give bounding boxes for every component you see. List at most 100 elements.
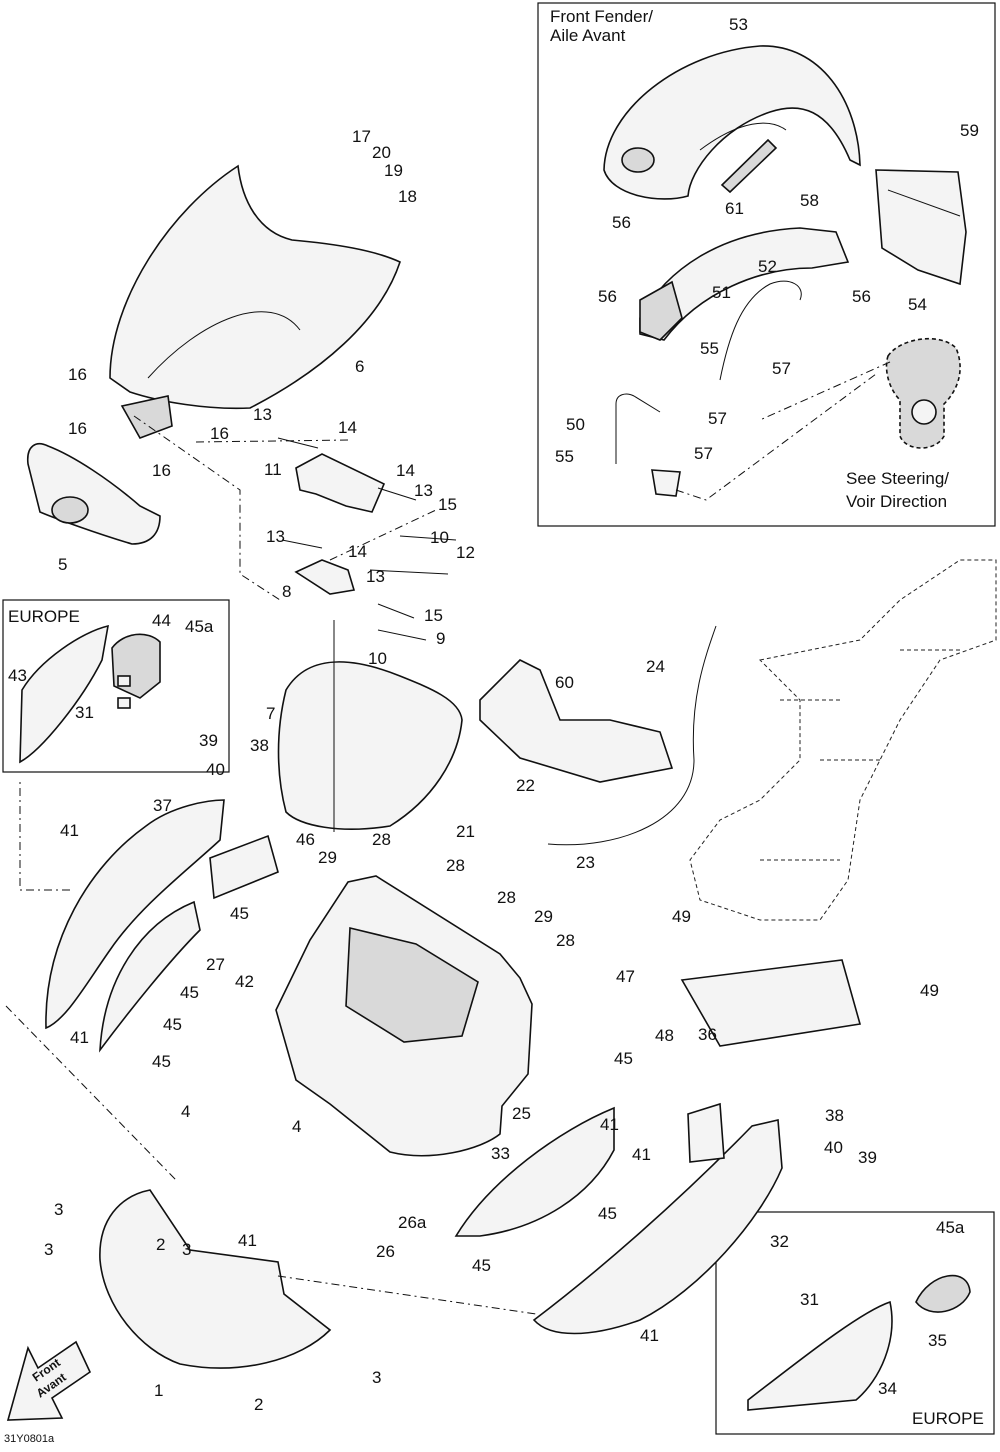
bolts-and-rods (277, 437, 457, 641)
callout-label: 40 (206, 760, 225, 779)
fender-support-bracket-52 (639, 227, 850, 341)
front-fender-53 (603, 45, 861, 200)
callout-label: 61 (725, 199, 744, 218)
callout-label: 12 (456, 543, 475, 562)
callout-label: 45 (152, 1052, 171, 1071)
callout-label: 45a (185, 617, 214, 636)
vehicle-frame (689, 559, 997, 921)
europe-right-label: EUROPE (912, 1409, 984, 1428)
callout-label: 14 (396, 461, 415, 480)
callout-label: 45 (614, 1049, 633, 1068)
callout-label: 28 (446, 856, 465, 875)
windshield-bracket (120, 395, 173, 439)
front-fender-title-line1: Front Fender/ (550, 7, 653, 26)
callout-label: 11 (264, 460, 282, 479)
callout-label: 3 (54, 1200, 63, 1219)
callout-label: 3 (372, 1368, 381, 1387)
callout-label: 23 (576, 853, 595, 872)
callout-label: 32 (770, 1232, 789, 1251)
side-panel-42 (99, 900, 201, 1053)
callout-label: 7 (266, 704, 275, 723)
callout-label: 4 (181, 1102, 190, 1121)
callout-label: 58 (800, 191, 819, 210)
europe-left-label: EUROPE (8, 607, 80, 626)
callout-label: 22 (516, 776, 535, 795)
callout-label: 4 (292, 1117, 301, 1136)
callout-label: 28 (556, 931, 575, 950)
callout-label: 49 (672, 907, 691, 926)
callout-label: 46 (296, 830, 315, 849)
callout-label: 25 (512, 1104, 531, 1123)
callout-label: 13 (266, 527, 285, 546)
callout-label: 16 (68, 419, 87, 438)
callout-label: 26a (398, 1213, 427, 1232)
callout-label: 3 (44, 1240, 53, 1259)
cable-24 (547, 625, 717, 846)
callout-label: 28 (497, 888, 516, 907)
callout-label: 57 (772, 359, 791, 378)
callout-label: 10 (430, 528, 449, 547)
callout-label: 50 (566, 415, 585, 434)
callout-label: 41 (238, 1231, 257, 1250)
callout-label: 28 (372, 830, 391, 849)
callout-label: 47 (616, 967, 635, 986)
steering-note-line1: See Steering/ (846, 469, 949, 488)
callout-label: 13 (253, 405, 272, 424)
europe-right-inset-box (715, 1211, 995, 1435)
fender-mount-50 (615, 393, 681, 497)
callout-label: 17 (352, 127, 371, 146)
callout-label: 41 (640, 1326, 659, 1345)
callout-label: 57 (708, 409, 727, 428)
front-fender-title-line2: Aile Avant (550, 26, 626, 45)
callout-label: 45 (472, 1256, 491, 1275)
callout-label: 31 (800, 1290, 819, 1309)
steering-knuckle-ref (885, 337, 961, 449)
headlamp-bezel-5 (26, 442, 161, 545)
front-fender-inset-box (537, 2, 996, 527)
callout-label: 42 (235, 972, 254, 991)
callout-label: 20 (372, 143, 391, 162)
callout-label: 44 (152, 611, 171, 630)
callout-label: 1 (154, 1381, 163, 1400)
callout-label: 33 (491, 1144, 510, 1163)
side-panel-32 (532, 1119, 783, 1335)
windshield-6 (109, 164, 401, 410)
skid-plate-47 (680, 959, 862, 1047)
callout-label: 57 (694, 444, 713, 463)
callout-label: 54 (908, 295, 927, 314)
callout-label: 56 (852, 287, 871, 306)
fender-reflector-61 (720, 138, 778, 194)
callout-label: 15 (438, 495, 457, 514)
callout-label: 36 (698, 1025, 717, 1044)
callout-label: 9 (436, 629, 445, 648)
europe-right-parts (747, 1274, 971, 1411)
callout-label: 24 (646, 657, 665, 676)
callout-label: 56 (598, 287, 617, 306)
nose-body-25 (275, 875, 533, 1157)
callout-label: 13 (366, 567, 385, 586)
front-bumper-1 (99, 1189, 332, 1369)
reference-code: 31Y0801a (4, 1433, 55, 1445)
callout-label: 2 (254, 1395, 263, 1414)
callout-label: 55 (700, 339, 719, 358)
callout-label: 45 (180, 983, 199, 1002)
callout-label: 5 (58, 555, 67, 574)
callout-label: 37 (153, 796, 172, 815)
callout-label: 39 (199, 731, 218, 750)
callout-label: 45 (230, 904, 249, 923)
callout-label: 41 (60, 821, 79, 840)
fender-mud-flap-54 (875, 169, 967, 286)
callout-label: 41 (632, 1145, 651, 1164)
callout-label: 56 (612, 213, 631, 232)
europe-left-inset-box (2, 599, 230, 773)
part-36 (687, 1102, 725, 1163)
callout-label: 51 (712, 283, 731, 302)
callout-label: 19 (384, 161, 403, 180)
callout-label: 16 (68, 365, 87, 384)
part-60 (479, 659, 674, 783)
callout-label: 14 (348, 542, 367, 561)
callout-label: 31 (75, 703, 94, 722)
callout-label: 3 (182, 1240, 191, 1259)
